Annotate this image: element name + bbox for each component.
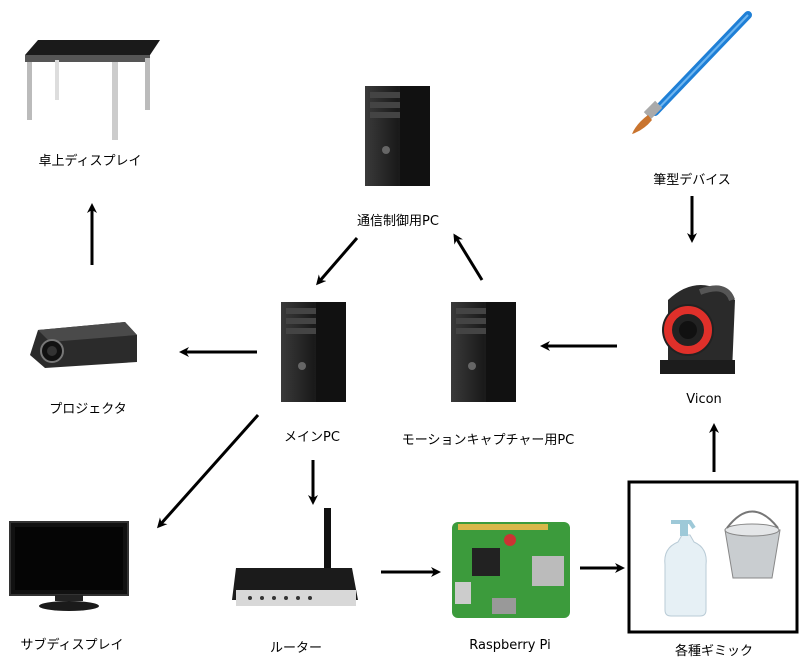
- tower-pc-icon: [365, 86, 430, 186]
- arrow-main-to-subdisplay: [157, 414, 260, 529]
- arrow-mocap-to-comm: [453, 233, 484, 281]
- label-router: ルーター: [269, 641, 323, 656]
- label-tabletop-display: 卓上ディスプレイ: [38, 154, 142, 169]
- tower-pc-icon: [451, 302, 516, 402]
- circuit-board-icon: [452, 522, 570, 618]
- monitor-icon: [9, 521, 129, 611]
- label-mocap-pc: モーションキャプチャー用PC: [401, 433, 575, 448]
- label-vicon: Vicon: [686, 392, 722, 407]
- label-pen-device: 筆型デバイス: [653, 173, 731, 188]
- label-raspberry-pi: Raspberry Pi: [469, 638, 551, 653]
- label-main-pc: メインPC: [284, 430, 340, 445]
- table-display-icon: [25, 40, 160, 140]
- label-comm-pc: 通信制御用PC: [357, 214, 439, 229]
- arrows: [87, 196, 719, 577]
- brush-icon: [632, 11, 752, 134]
- tower-pc-icon: [281, 302, 346, 402]
- projector-icon: [30, 322, 137, 368]
- label-gimmicks: 各種ギミック: [674, 644, 754, 659]
- router-icon: [232, 508, 358, 606]
- arrow-comm-to-main: [316, 237, 359, 286]
- label-projector: プロジェクタ: [49, 402, 127, 417]
- camera-icon: [660, 285, 735, 374]
- label-sub-display: サブディスプレイ: [20, 638, 124, 653]
- spray-bottle-and-bucket-icon: [627, 480, 799, 634]
